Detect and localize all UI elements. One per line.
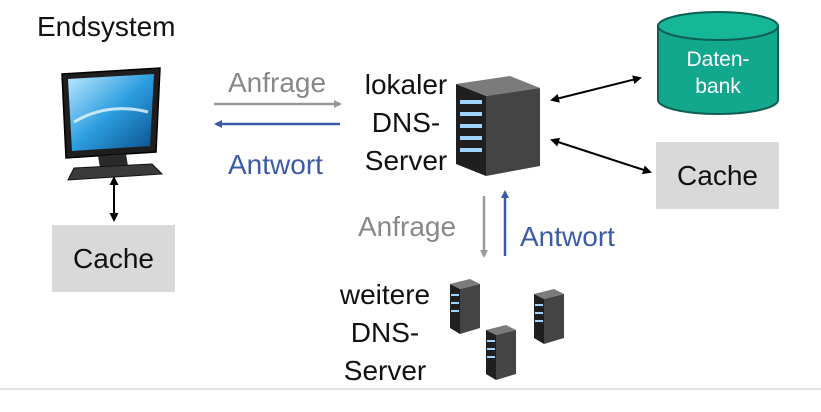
endsystem-label: Endsystem — [37, 11, 176, 42]
cache-label-endsystem: Cache — [73, 242, 154, 274]
local-server-tower-icon — [456, 76, 540, 176]
server-cache-arrow — [550, 137, 652, 175]
more-dns-label-line2: DNS- — [350, 317, 420, 348]
remote-server-icon-2 — [534, 289, 564, 344]
cache-box-endsystem: Cache — [52, 225, 175, 292]
response-label-bottom: Antwort — [520, 221, 615, 252]
more-dns-label-line3: Server — [343, 355, 427, 386]
local-dns-label-line2: DNS- — [371, 107, 441, 138]
cache-box-dns-server: Cache — [656, 142, 779, 209]
computer-monitor-icon — [61, 67, 164, 181]
local-dns-label-line3: Server — [364, 145, 448, 176]
server-database-arrow — [550, 75, 642, 103]
response-label-top: Antwort — [228, 149, 323, 180]
remote-server-icon-1 — [450, 279, 480, 334]
cache-label-dns-server: Cache — [677, 159, 758, 191]
more-dns-label-line1: weitere — [339, 279, 431, 310]
remote-server-icon-3 — [486, 325, 516, 380]
local-dns-label-line1: lokaler — [364, 69, 448, 100]
database-cylinder-icon: Daten- bank — [657, 11, 779, 115]
database-label-line2: bank — [695, 75, 741, 98]
request-label-top: Anfrage — [228, 67, 327, 98]
database-label-line1: Daten- — [686, 48, 749, 71]
bottom-divider — [0, 388, 821, 390]
request-label-bottom: Anfrage — [358, 211, 457, 242]
